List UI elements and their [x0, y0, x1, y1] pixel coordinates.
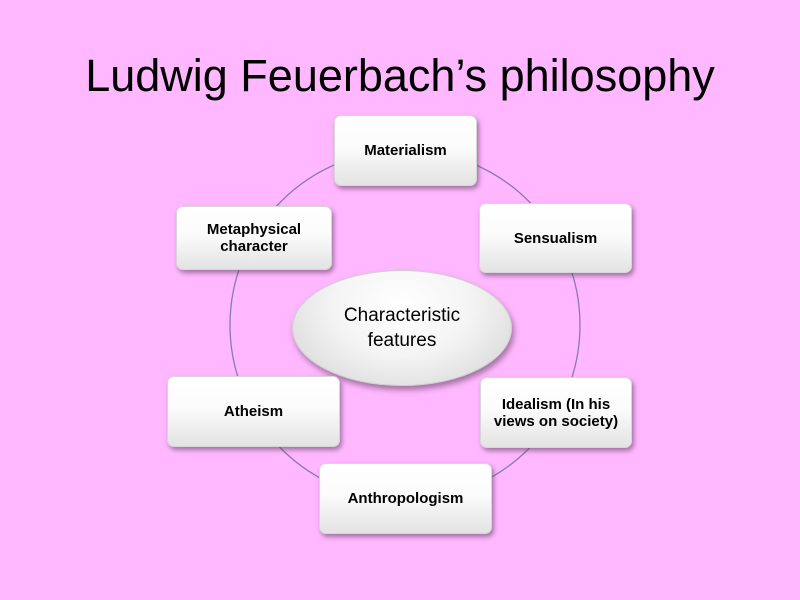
node-materialism: Materialism	[334, 115, 477, 186]
node-atheism: Atheism	[167, 376, 340, 447]
node-anthropologism-label: Anthropologism	[347, 490, 464, 507]
node-idealism-label: Idealism (In his views on society)	[493, 395, 619, 430]
center-label: Characteristic features	[343, 305, 461, 351]
center-ellipse: Characteristic features	[292, 270, 512, 386]
slide-title: Ludwig Feuerbach’s philosophy	[85, 50, 715, 101]
node-idealism: Idealism (In his views on society)	[480, 377, 632, 448]
node-materialism-label: Materialism	[364, 142, 447, 159]
node-metaphysical-label: Metaphysical character	[206, 221, 302, 255]
node-metaphysical: Metaphysical character	[176, 206, 332, 270]
node-sensualism: Sensualism	[479, 203, 632, 273]
node-atheism-label: Atheism	[223, 403, 284, 420]
node-sensualism-label: Sensualism	[513, 229, 598, 247]
node-anthropologism: Anthropologism	[319, 463, 492, 534]
